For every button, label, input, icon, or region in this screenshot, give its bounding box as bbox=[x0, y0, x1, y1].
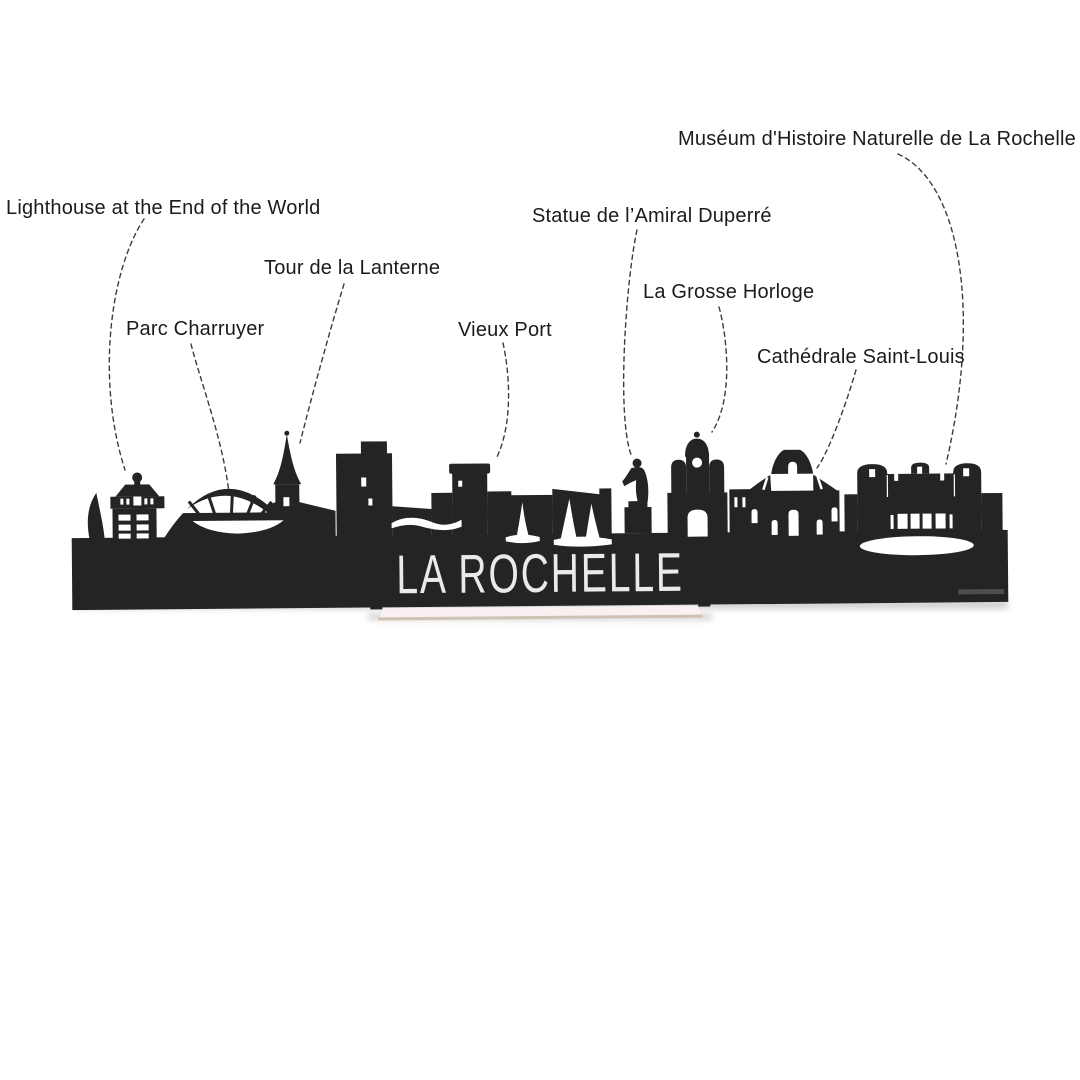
connector-museum bbox=[897, 153, 965, 465]
connector-vieux-port bbox=[495, 342, 510, 460]
stand-edge bbox=[377, 614, 703, 621]
grosse-horloge-silhouette bbox=[667, 431, 752, 537]
horloge-cutouts bbox=[687, 457, 746, 537]
bridge-truss-spokes bbox=[187, 492, 273, 519]
sailboat-cutouts bbox=[505, 498, 612, 547]
connector-parc bbox=[190, 343, 230, 494]
connector-cathedrale bbox=[816, 369, 857, 469]
castle-tower-cutouts bbox=[361, 477, 463, 506]
label-statue-amiral-duperre: Statue de l’Amiral Duperré bbox=[532, 205, 772, 227]
label-parc-charruyer: Parc Charruyer bbox=[126, 318, 265, 340]
bridge-cutouts bbox=[181, 495, 284, 534]
lanterne-window-cutout bbox=[283, 497, 290, 507]
city-name-text: LA ROCHELLE bbox=[396, 542, 684, 605]
connector-horloge bbox=[711, 306, 728, 433]
skyline-product: LA ROCHELLE bbox=[71, 430, 1009, 621]
silhouette-cutouts bbox=[118, 457, 974, 556]
water-cutout bbox=[391, 517, 462, 531]
label-cathedrale-saint-louis: Cathédrale Saint-Louis bbox=[757, 346, 965, 368]
statue-silhouette bbox=[622, 458, 652, 534]
display-stand bbox=[370, 600, 711, 621]
gate-arch-cutout bbox=[687, 509, 708, 537]
connector-statue bbox=[622, 229, 638, 458]
connector-lanterne bbox=[299, 283, 345, 444]
label-tour-de-la-lanterne: Tour de la Lanterne bbox=[264, 257, 441, 279]
lighthouse-silhouette bbox=[87, 472, 165, 541]
clock-face-cutout bbox=[692, 457, 703, 468]
label-vieux-port: Vieux Port bbox=[458, 319, 552, 341]
museum-cutouts bbox=[859, 466, 974, 556]
label-grosse-horloge: La Grosse Horloge bbox=[643, 281, 815, 303]
cathedrale-cutouts bbox=[751, 461, 838, 536]
skyline-base bbox=[71, 529, 1009, 611]
connector-lighthouse bbox=[108, 218, 145, 471]
connector-lines bbox=[108, 153, 965, 494]
label-lighthouse: Lighthouse at the End of the World bbox=[6, 197, 321, 219]
pond-cutout bbox=[859, 536, 974, 556]
lighthouse-cutouts bbox=[118, 496, 154, 539]
brand-watermark bbox=[958, 588, 1005, 595]
label-museum-histoire-naturelle: Muséum d'Histoire Naturelle de La Rochel… bbox=[678, 128, 1076, 150]
